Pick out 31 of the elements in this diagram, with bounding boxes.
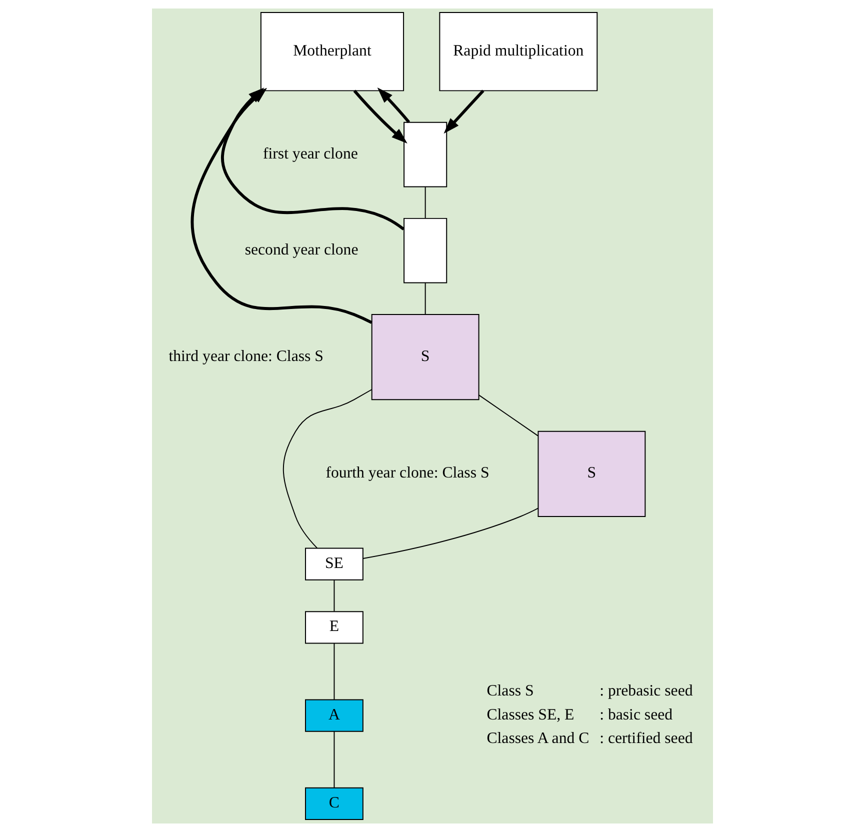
connector xyxy=(333,579,334,612)
connector xyxy=(424,186,426,219)
connector xyxy=(282,389,372,549)
connector xyxy=(478,394,538,436)
node-box xyxy=(403,218,447,284)
arrow xyxy=(352,90,407,144)
node-label: second year clone xyxy=(244,241,358,258)
node-box: Rapid multiplication xyxy=(438,12,598,92)
node-box: E xyxy=(304,611,363,644)
node-label: fourth year clone: Class S xyxy=(325,464,489,482)
node-box: S xyxy=(537,430,646,517)
connector xyxy=(424,282,426,315)
node-label: first year clone xyxy=(262,145,358,162)
label: Class S xyxy=(486,682,534,700)
node-box: A xyxy=(304,699,363,732)
label: Classes A and C xyxy=(486,730,589,748)
arrow xyxy=(443,90,484,134)
node-box xyxy=(403,122,447,188)
label: : basic seed xyxy=(599,706,672,724)
connector xyxy=(333,731,334,788)
arrow xyxy=(376,88,410,124)
node-box: Motherplant xyxy=(260,12,404,92)
node-box: C xyxy=(304,787,363,820)
label: : certified seed xyxy=(599,730,692,748)
node-label: third year clone: Class S xyxy=(168,348,323,365)
connector xyxy=(362,508,538,559)
connector xyxy=(333,642,334,700)
node-box: S xyxy=(370,314,479,400)
node-box: SE xyxy=(304,548,363,580)
label: Classes SE, E xyxy=(486,706,574,724)
label: : prebasic seed xyxy=(599,682,692,700)
